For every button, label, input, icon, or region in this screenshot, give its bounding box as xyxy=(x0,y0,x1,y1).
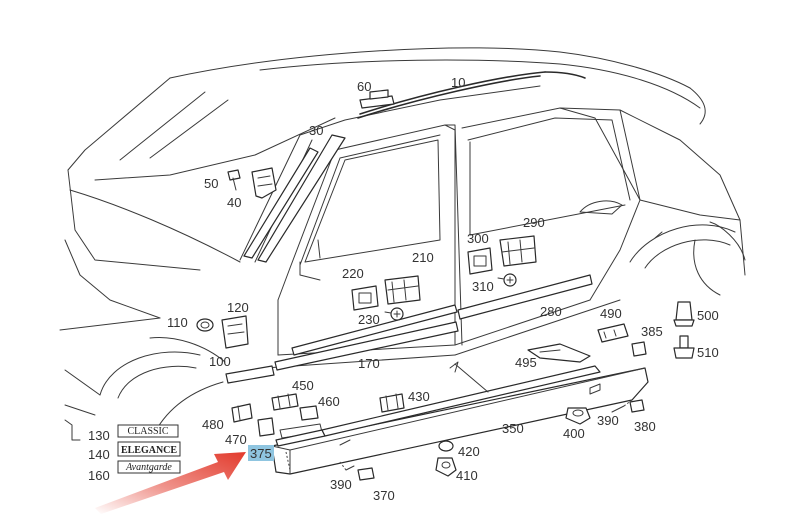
label-110: 110 xyxy=(167,315,188,330)
label-230: 230 xyxy=(358,312,380,327)
leader-lines xyxy=(154,361,633,471)
badge-avantgarde-text: Avantgarde xyxy=(125,462,172,473)
nut-410 xyxy=(435,457,457,477)
cap-370 xyxy=(357,467,375,481)
label-460: 460 xyxy=(318,394,340,409)
label-50: 50 xyxy=(204,176,218,191)
label-410: 410 xyxy=(456,468,478,483)
label-300: 300 xyxy=(467,231,489,246)
badge-avantgarde: Avantgarde xyxy=(117,460,181,474)
clip-480 xyxy=(231,403,253,423)
label-420: 420 xyxy=(458,444,480,459)
label-120: 120 xyxy=(227,300,249,315)
label-495: 495 xyxy=(515,355,537,370)
label-100: 100 xyxy=(209,354,231,369)
clip-450 xyxy=(271,393,299,411)
bracket-40 xyxy=(251,167,277,199)
car-body-outline xyxy=(59,47,746,441)
clip-460 xyxy=(299,405,319,421)
bolt-510 xyxy=(673,335,695,359)
roof-molding-10 xyxy=(357,71,586,119)
label-480: 480 xyxy=(202,417,224,432)
clip-210 xyxy=(384,275,421,305)
label-430: 430 xyxy=(408,389,430,404)
nut-400 xyxy=(565,407,591,425)
label-500: 500 xyxy=(697,308,719,323)
highlight-375 xyxy=(248,445,274,461)
bracket-490 xyxy=(597,323,629,343)
label-400: 400 xyxy=(563,426,585,441)
bracket-220 xyxy=(351,285,379,311)
label-60: 60 xyxy=(357,79,371,94)
part-labels: 10 30 40 50 60 100 110 120 130 140 160 1… xyxy=(88,75,719,503)
label-130: 130 xyxy=(88,428,110,443)
badge-classic: CLASSIC xyxy=(117,424,179,438)
label-40: 40 xyxy=(227,195,241,210)
label-170: 170 xyxy=(358,356,380,371)
bracket-120 xyxy=(221,315,249,349)
label-450: 450 xyxy=(292,378,314,393)
bracket-300 xyxy=(467,247,493,275)
label-370: 370 xyxy=(373,488,395,503)
label-510: 510 xyxy=(697,345,719,360)
label-385: 385 xyxy=(641,324,663,339)
clip-430 xyxy=(379,393,405,413)
screw-50 xyxy=(227,169,241,191)
clip-470 xyxy=(257,417,275,437)
badge-elegance: ELEGANCE xyxy=(117,441,181,457)
label-390-bottom: 390 xyxy=(330,477,352,492)
badge-classic-text: CLASSIC xyxy=(127,426,168,437)
skirt-strip-upper xyxy=(275,365,601,447)
screw-310 xyxy=(497,273,517,287)
screw-230 xyxy=(384,307,404,321)
screw-390-right xyxy=(611,405,625,413)
badge-elegance-text: ELEGANCE xyxy=(121,445,177,456)
plug-110 xyxy=(196,318,214,332)
label-350: 350 xyxy=(502,421,524,436)
a-pillar-molding-30 xyxy=(243,134,346,263)
bracket-495 xyxy=(527,343,591,363)
label-490: 490 xyxy=(600,306,622,321)
label-390-right: 390 xyxy=(597,413,619,428)
clip-420 xyxy=(438,440,454,452)
door-strip-170 xyxy=(274,321,459,371)
label-30: 30 xyxy=(309,123,323,138)
clip-60 xyxy=(359,89,395,109)
label-280: 280 xyxy=(540,304,562,319)
red-arrow xyxy=(95,452,246,514)
cap-380 xyxy=(629,399,645,413)
door-strip-280 xyxy=(457,274,593,320)
door-strip-100 xyxy=(225,365,275,384)
screw-390-left xyxy=(345,465,355,471)
clip-290 xyxy=(499,235,537,267)
label-210: 210 xyxy=(412,250,434,265)
label-220: 220 xyxy=(342,266,364,281)
label-380: 380 xyxy=(634,419,656,434)
label-470: 470 xyxy=(225,432,247,447)
clip-385 xyxy=(631,341,647,357)
bolt-500 xyxy=(673,301,695,327)
label-310: 310 xyxy=(472,279,494,294)
label-375: 375 xyxy=(250,446,272,461)
label-10: 10 xyxy=(451,75,465,90)
label-290: 290 xyxy=(523,215,545,230)
label-160: 160 xyxy=(88,468,110,483)
label-140: 140 xyxy=(88,447,110,462)
